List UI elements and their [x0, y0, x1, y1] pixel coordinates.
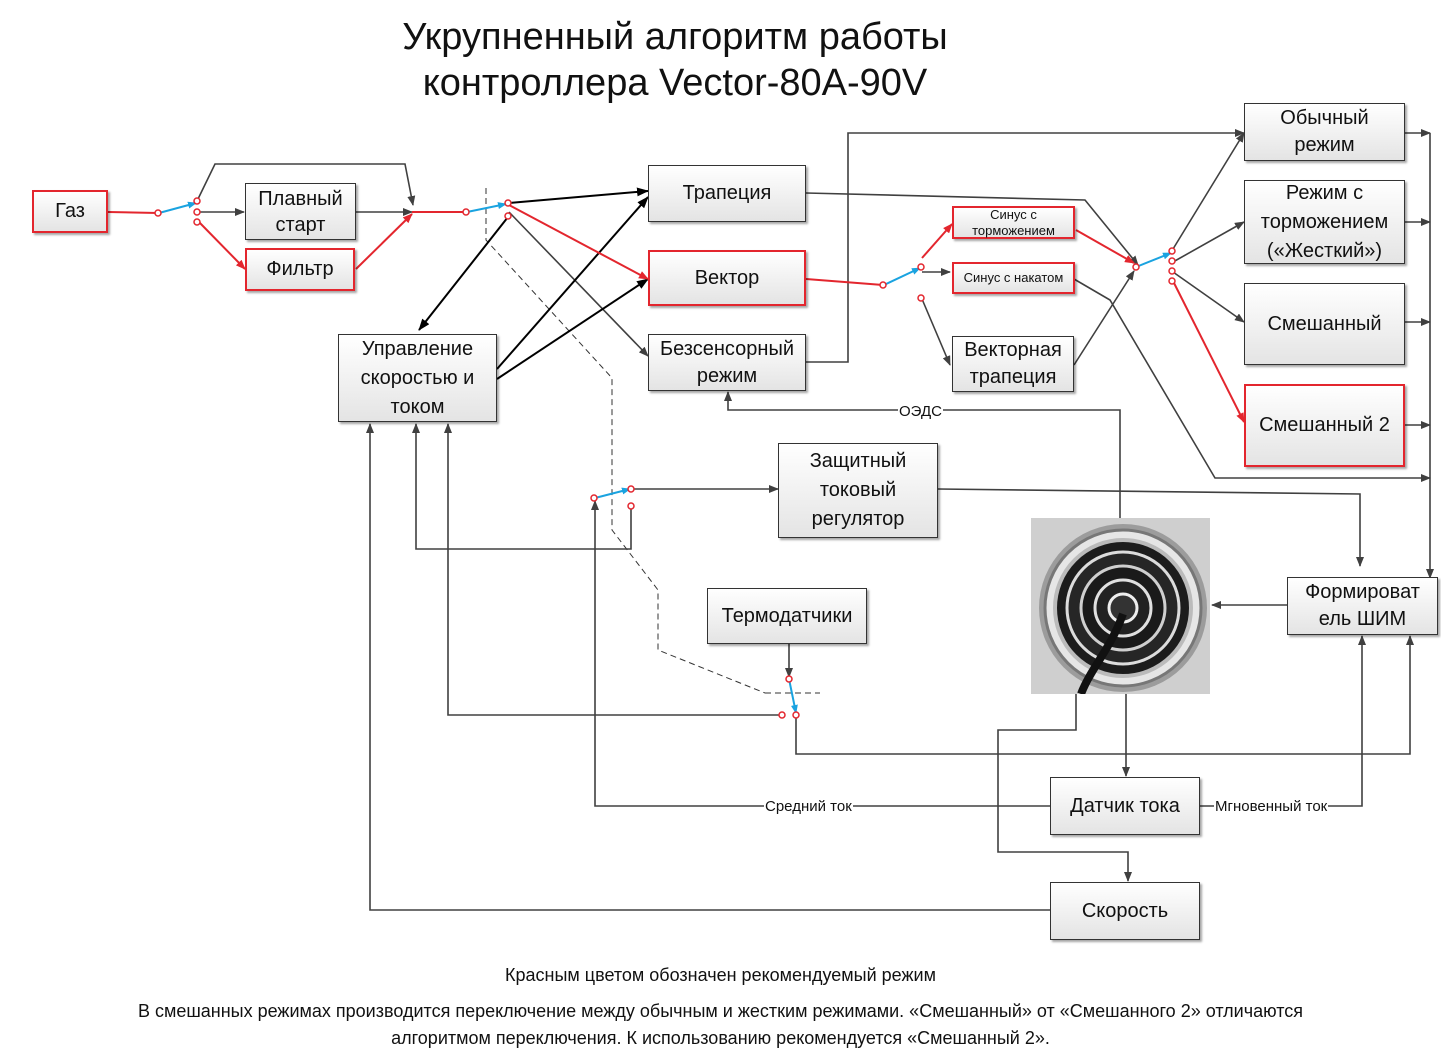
motor-hub-image [1031, 518, 1210, 694]
footer-note-mixed-2: алгоритмом переключения. К использованию… [391, 1028, 1050, 1048]
switch-contacts [154, 197, 1176, 719]
block-mixed: Смешанный [1244, 283, 1405, 365]
title-line-1: Укрупненный алгоритм работы [402, 16, 948, 58]
block-filter: Фильтр [245, 248, 355, 291]
label-instant-current: Мгновенный ток [1214, 798, 1329, 815]
block-sensorless-mode: Безсенсорный режим [648, 334, 806, 391]
block-speed-current-control: Управление скоростью и током [338, 334, 497, 422]
block-current-sensor: Датчик тока [1050, 777, 1200, 835]
switch-levers [158, 201, 1172, 714]
dashed-linkage [485, 188, 820, 694]
footer-note-recommended: Красным цветом обозначен рекомендуемый р… [505, 965, 936, 985]
block-speed: Скорость [1050, 882, 1200, 940]
red-recommended-path [107, 204, 1245, 423]
block-thermal-sensors: Термодатчики [707, 588, 867, 644]
footer-note-mixed-1: В смешанных режимах производится переклю… [137, 1001, 1304, 1021]
block-gas: Газ [32, 190, 108, 233]
block-protective-current-regulator: Защитный токовый регулятор [778, 443, 938, 538]
diagram-title: Укрупненный алгоритм работы контроллера … [250, 14, 1100, 106]
motor-hub-icon [1031, 518, 1210, 694]
block-braking-mode: Режим с торможением («Жесткий») [1244, 180, 1405, 264]
block-mixed-2: Смешанный 2 [1244, 384, 1405, 467]
block-vector: Вектор [648, 250, 806, 306]
gray-connections [197, 129, 1434, 911]
block-sine-coast: Синус с накатом [952, 262, 1075, 294]
block-vector-trapezoid: Векторная трапеция [952, 336, 1074, 392]
black-connections [418, 187, 649, 380]
title-line-2: контроллера Vector-80A-90V [422, 62, 928, 104]
block-sine-braking: Синус с торможением [952, 206, 1075, 239]
block-normal-mode: Обычный режим [1244, 103, 1405, 161]
block-pwm-generator: Формироват ель ШИМ [1287, 577, 1438, 635]
block-soft-start: Плавный старт [245, 183, 356, 240]
label-bemf: ОЭДС [898, 403, 943, 420]
label-average-current: Средний ток [764, 798, 853, 815]
block-trapezoid: Трапеция [648, 165, 806, 222]
